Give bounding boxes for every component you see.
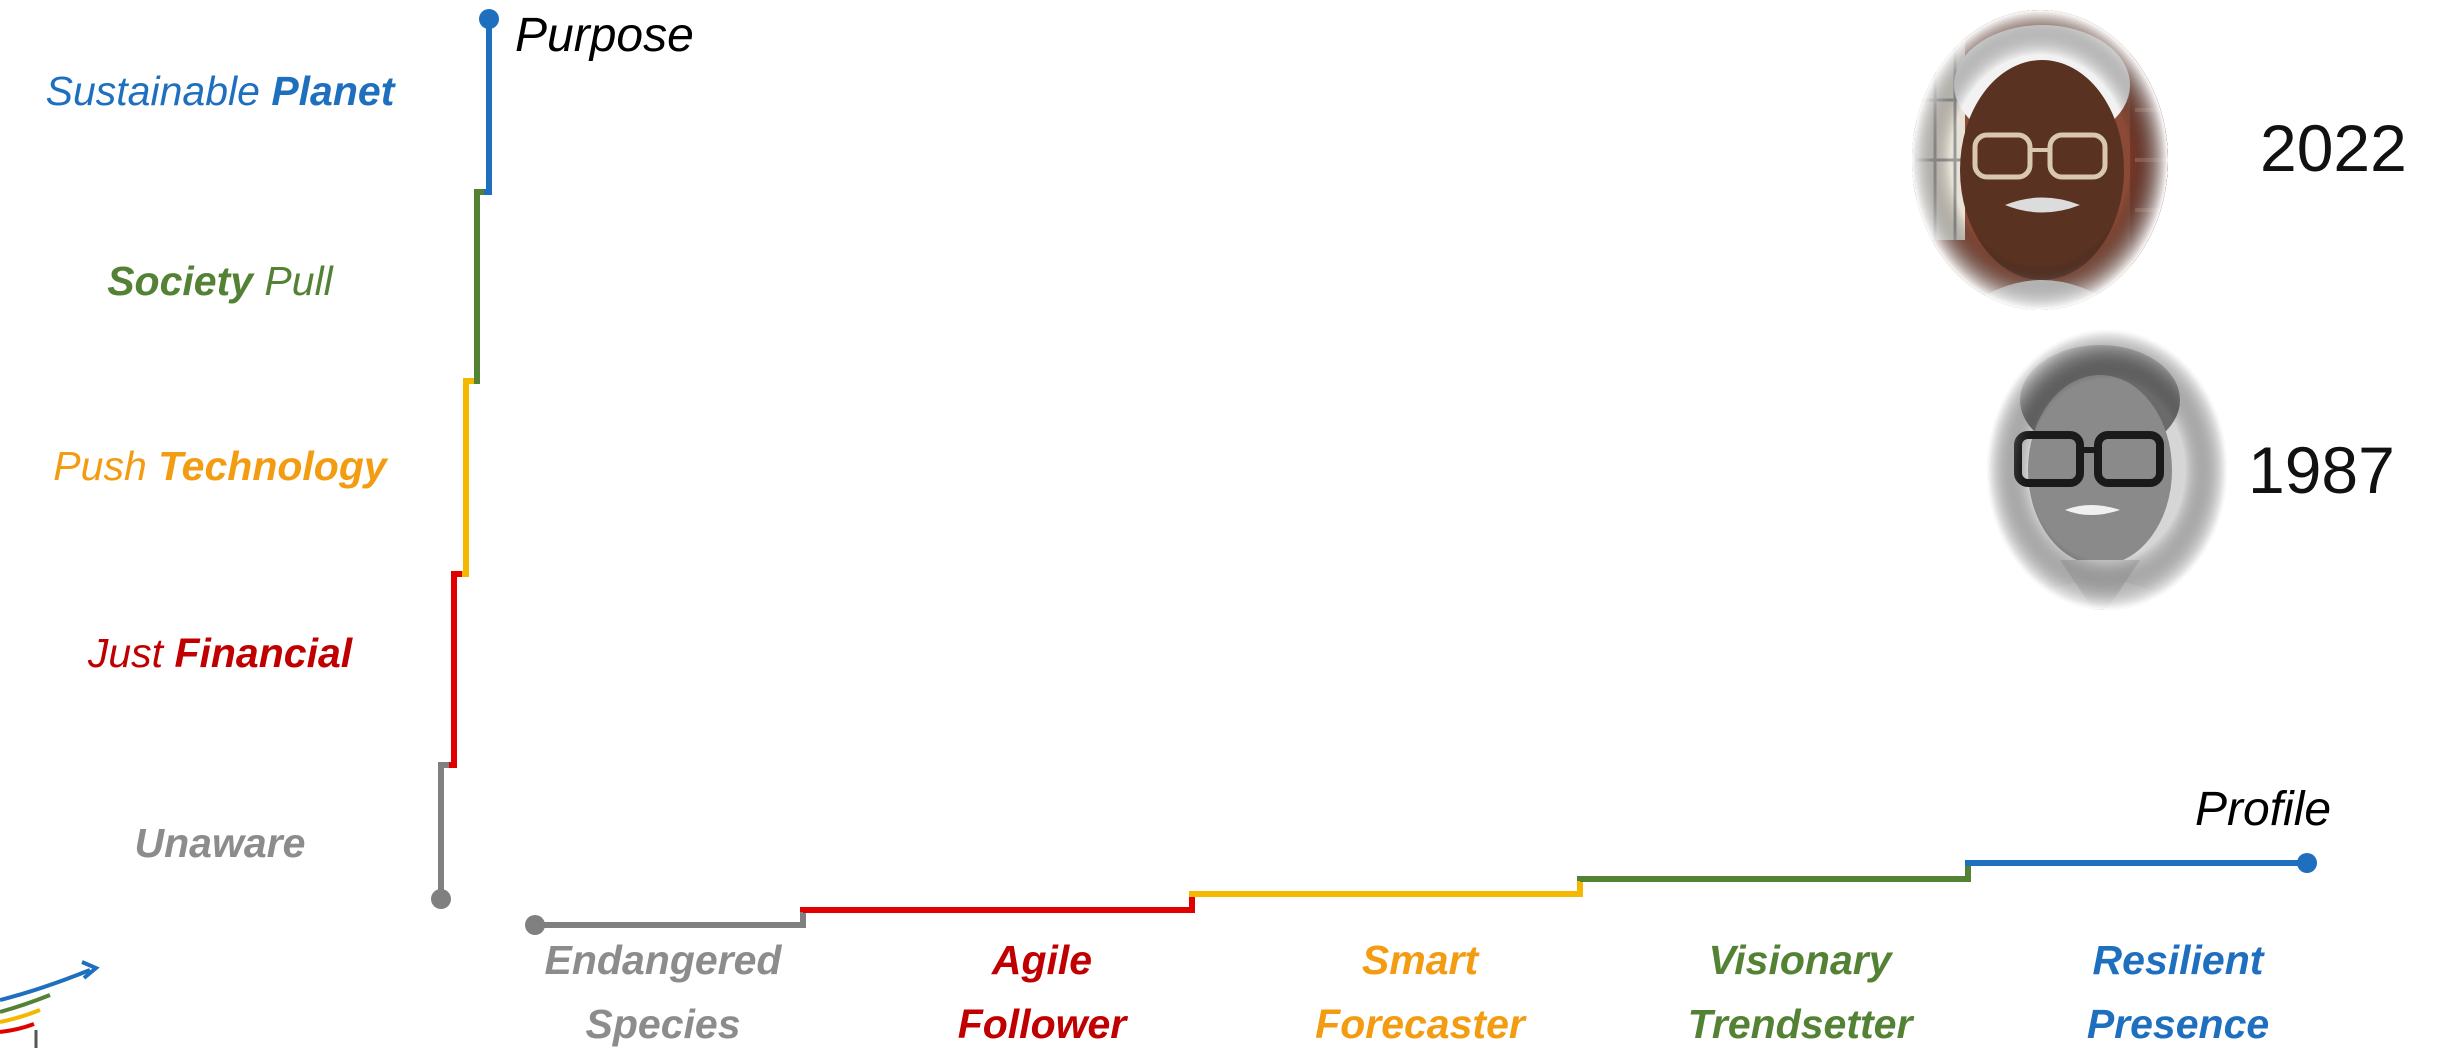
x-step-endangered <box>535 912 806 928</box>
y-level-label-part: Sustainable <box>45 68 272 114</box>
y-level-label: Sustainable Planet <box>0 68 440 115</box>
x-axis-origin-dot <box>525 915 545 935</box>
portrait-2022-icon <box>1912 10 2168 310</box>
y-step-financial <box>449 571 462 768</box>
y-level-label-part: Society <box>107 258 254 304</box>
x-step-visionary <box>1577 866 1971 882</box>
y-level-label: Unaware <box>0 820 440 867</box>
x-step-smart <box>1189 881 1583 897</box>
y-level-label: Just Financial <box>0 630 440 677</box>
x-step-resilient <box>1965 860 2307 866</box>
y-level-label-part: Financial <box>174 630 353 676</box>
x-level-label-line2: Trendsetter <box>1687 1001 1913 1047</box>
portrait-1987-icon <box>1987 330 2227 610</box>
x-axis-end-dot <box>2297 853 2317 873</box>
y-level-label-part: Pull <box>253 258 333 304</box>
y-axis-end-dot <box>479 9 499 29</box>
y-axis-origin-dot <box>431 889 451 909</box>
y-axis-title: Purpose <box>515 9 694 62</box>
x-level-label-line1: Endangered <box>544 937 782 983</box>
y-level-label-part: Planet <box>271 68 395 114</box>
x-step-agile <box>800 897 1195 913</box>
logo-icon <box>0 960 100 1048</box>
y-level-label: Society Pull <box>0 258 440 305</box>
year-label-1987: 1987 <box>2248 433 2395 507</box>
x-level-label-line1: Visionary <box>1708 937 1892 983</box>
year-label-2022: 2022 <box>2260 111 2407 185</box>
x-level-label-line2: Forecaster <box>1315 1001 1525 1047</box>
y-level-label-part: Push <box>53 443 159 489</box>
x-level-label-line1: Smart <box>1361 937 1479 983</box>
y-step-planet <box>484 20 492 195</box>
y-level-label-part: Technology <box>158 443 387 489</box>
x-axis-title: Profile <box>2195 783 2332 836</box>
x-level-label-line1: Agile <box>991 937 1093 983</box>
x-level-label-line2: Species <box>585 1001 741 1047</box>
y-level-label-part: Unaware <box>134 820 306 866</box>
y-step-technology <box>462 378 474 577</box>
x-level-label-line2: Presence <box>2086 1001 2270 1047</box>
y-step-unaware <box>438 762 449 899</box>
y-step-society <box>474 189 484 384</box>
x-level-label-line2: Follower <box>957 1001 1127 1047</box>
x-level-label-line1: Resilient <box>2092 937 2264 983</box>
y-level-label-part: Just <box>87 630 175 676</box>
y-level-label: Push Technology <box>0 443 440 490</box>
